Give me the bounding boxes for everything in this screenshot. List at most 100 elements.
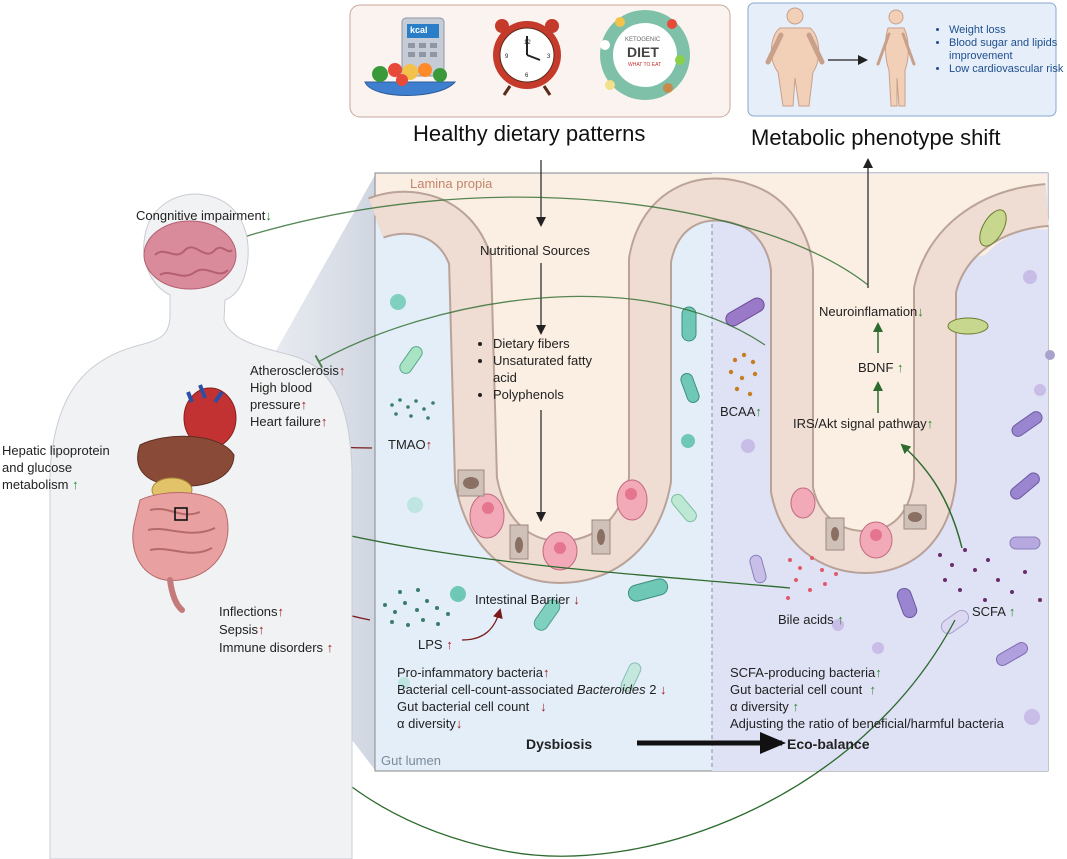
bdnf-text: BDNF <box>858 360 894 375</box>
healthy-dietary-title: Healthy dietary patterns <box>413 121 646 146</box>
bcaa-up-arrow: ↑ <box>755 404 762 419</box>
bacteroides-prefix: Bacterial cell-count-associated <box>397 682 577 697</box>
bdnf-up-arrow: ↑ <box>897 360 904 375</box>
svg-text:12: 12 <box>524 40 531 46</box>
cognitive-text: Congnitive impairment <box>136 208 266 223</box>
bdnf-label: BDNF ↑ <box>858 360 904 376</box>
heart-failure-text: Heart failure <box>250 414 321 429</box>
sepsis-label: Sepsis↑ <box>219 622 265 638</box>
high-bp-text: pressure <box>250 397 301 412</box>
scfa-text: SCFA <box>972 604 1006 619</box>
dysbiosis-count-down-arrow: ↓ <box>540 699 547 714</box>
hepatic-label-2: and glucose <box>2 460 73 475</box>
bile-dots <box>786 556 838 600</box>
eco-scfa-up-arrow: ↑ <box>875 665 882 680</box>
bcaa-dots <box>728 352 758 397</box>
lamina-propia-region <box>376 174 1047 550</box>
bile-acids-label: Bile acids ↑ <box>778 612 844 628</box>
kcal-label: kcal <box>410 25 428 35</box>
nutrient-fatty-acid: Unsaturated fatty acid <box>493 352 613 386</box>
inflections-label: Inflections↑ <box>219 604 284 620</box>
neuroinflamation-label: Neuroinflamation↓ <box>819 304 924 320</box>
nutritional-sources-label: Nutritional Sources <box>480 243 590 258</box>
keto-sub-label: WHAT TO EAT <box>628 62 662 68</box>
proinflammatory-up-arrow: ↑ <box>542 665 550 680</box>
arrow-scfa-irs <box>900 443 963 549</box>
svg-text:3: 3 <box>547 54 551 60</box>
dysbiosis-item-alpha: α diversity↓ <box>397 716 462 732</box>
bcaa-text: BCAA <box>720 404 756 419</box>
irs-akt-text: IRS/Akt signal pathway <box>793 416 927 431</box>
hepatic-text: metabolism <box>2 477 69 492</box>
eco-count-up-arrow: ↑ <box>869 682 876 697</box>
eco-scfa-text: SCFA-producing bacteria <box>730 665 876 680</box>
dysbiosis-item-bacteroides: Bacterial cell-count-associated Bacteroi… <box>397 682 667 698</box>
dysbiosis-label: Dysbiosis <box>526 736 593 752</box>
tmao-text: TMAO <box>388 437 426 452</box>
eco-item-count: Gut bacterial cell count ↑ <box>730 682 876 698</box>
athero-up-arrow: ↑ <box>338 363 346 378</box>
cognitive-label: Congnitive impairment↓ <box>136 208 272 224</box>
lps-dots <box>383 588 450 627</box>
hepatic-up-arrow: ↑ <box>72 477 79 492</box>
keto-big-label: DIET <box>627 44 659 60</box>
clock-icon: 12 3 9 6 <box>493 19 561 96</box>
immune-up-arrow: ↑ <box>326 640 334 655</box>
tmao-up-arrow: ↑ <box>425 437 433 452</box>
heart-failure-up-arrow: ↑ <box>320 414 328 429</box>
bile-up-arrow: ↑ <box>837 612 844 627</box>
atherosclerosis-label: Atherosclerosis↑ <box>250 363 345 379</box>
dysbiosis-alpha-down-arrow: ↓ <box>455 716 463 731</box>
intestinal-barrier-label: Intestinal Barrier ↓ <box>475 592 580 608</box>
dysbiosis-item-proinflammatory: Pro-infammatory bacteria↑ <box>397 665 549 681</box>
eco-balance-label: Eco-balance <box>787 736 870 752</box>
bcaa-label: BCAA↑ <box>720 404 762 420</box>
proinflammatory-text: Pro-infammatory bacteria <box>397 665 543 680</box>
bacteroides-italic: Bacteroides <box>576 682 646 697</box>
dysbiosis-item-count: Gut bacterial cell count ↓ <box>397 699 547 715</box>
hepatic-label-1: Hepatic lipoprotein <box>2 443 110 458</box>
hepatic-label-3: metabolism ↑ <box>2 477 79 493</box>
scfa-label: SCFA ↑ <box>972 604 1015 620</box>
eco-item-scfa-bacteria: SCFA-producing bacteria↑ <box>730 665 882 681</box>
sepsis-up-arrow: ↑ <box>258 622 265 637</box>
bullet-blood-sugar: Blood sugar and lipids improvement <box>949 37 1067 63</box>
eco-alpha-text: α diversity <box>730 699 789 714</box>
intestinal-barrier-text: Intestinal Barrier <box>475 592 570 607</box>
barrier-down-arrow: ↓ <box>573 592 580 607</box>
bacteroides-down-arrow: ↓ <box>660 682 667 697</box>
dysbiosis-alpha-text: α diversity <box>397 716 456 731</box>
gut-lumen-label: Gut lumen <box>381 753 441 768</box>
inflections-up-arrow: ↑ <box>277 604 285 619</box>
svg-text:9: 9 <box>505 54 509 60</box>
lps-up-arrow: ↑ <box>446 637 453 652</box>
bacteria-right <box>725 270 1055 725</box>
arrow-to-brain <box>226 196 869 286</box>
bacteroides-suffix: 2 <box>645 682 657 697</box>
heart-failure-label: Heart failure↑ <box>250 414 327 430</box>
neuro-down-arrow: ↓ <box>917 304 924 319</box>
tee-atherosclerosis <box>314 295 766 369</box>
arrow-lps-barrier <box>461 608 503 641</box>
sepsis-text: Sepsis <box>219 622 259 637</box>
eco-count-text: Gut bacterial cell count <box>730 682 863 697</box>
bp-up-arrow: ↑ <box>300 397 308 412</box>
irs-akt-label: IRS/Akt signal pathway↑ <box>793 416 933 432</box>
bullet-cardio: Low cardiovascular risk <box>949 63 1067 76</box>
immune-text: Immune disorders <box>219 640 324 655</box>
irs-up-arrow: ↑ <box>926 416 934 431</box>
inflections-text: Inflections <box>219 604 278 619</box>
nutrient-fibers: Dietary fibers <box>493 335 613 352</box>
goblet-cells-right <box>790 209 1007 559</box>
keto-plate-icon <box>600 10 690 100</box>
atherosclerosis-text: Atherosclerosis <box>250 363 339 378</box>
lps-label: LPS ↑ <box>418 637 453 653</box>
goblet-cells-left <box>457 469 648 571</box>
body-before-icon <box>765 7 825 107</box>
bullet-weight-loss: Weight loss <box>949 24 1067 37</box>
lps-text: LPS <box>418 637 443 652</box>
zoom-box <box>174 507 188 521</box>
eco-alpha-up-arrow: ↑ <box>792 699 799 714</box>
high-bp-label-1: High blood <box>250 380 313 395</box>
keto-small-label: KETOGENIC <box>625 37 661 43</box>
